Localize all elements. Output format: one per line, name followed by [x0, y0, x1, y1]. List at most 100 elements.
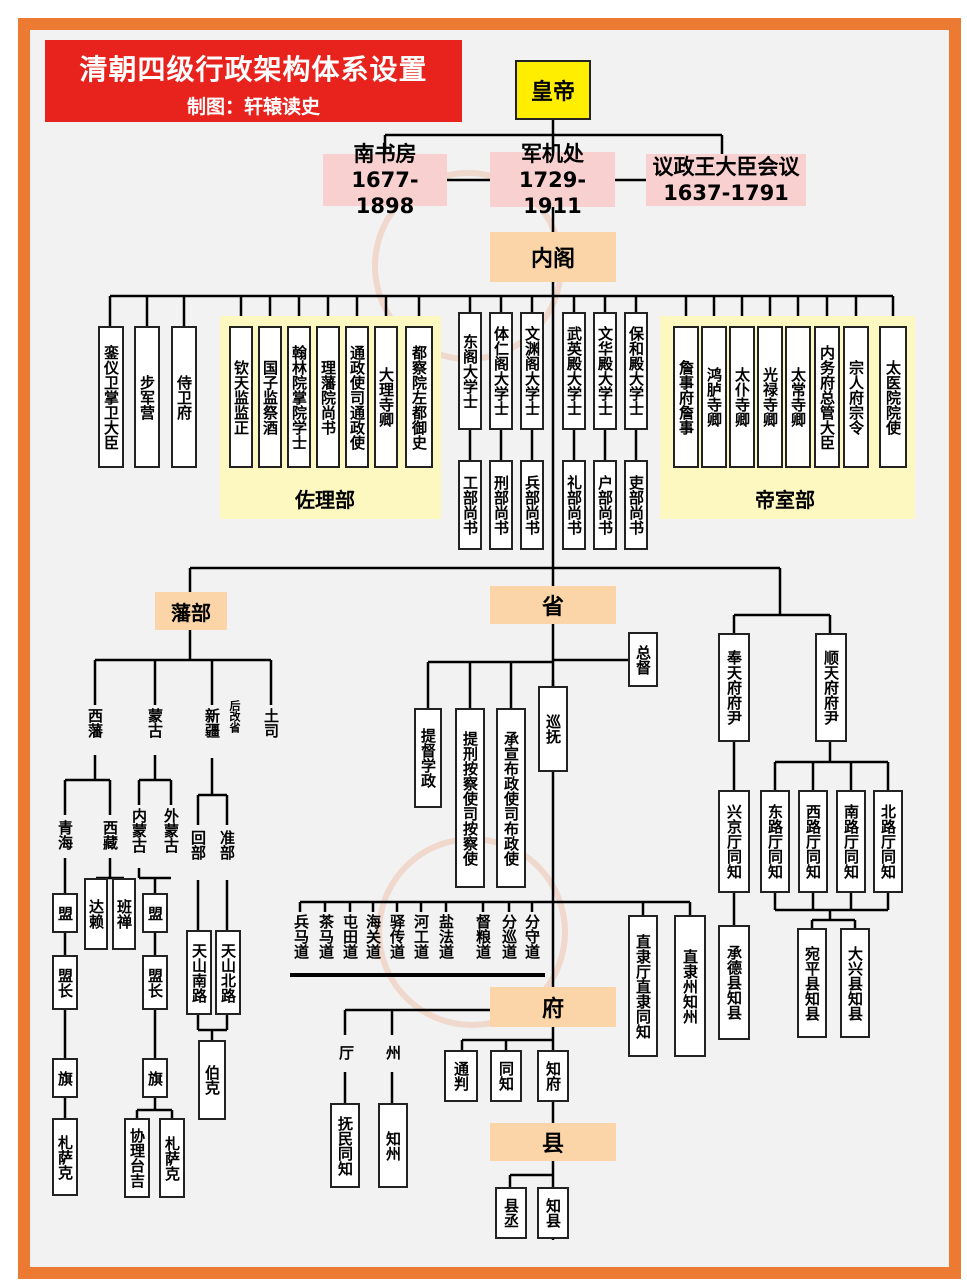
- mongol-sub: 外蒙古: [162, 808, 180, 853]
- scholar-box: 文渊阁大学士: [520, 312, 544, 430]
- fanbu-box: 藩部: [155, 592, 227, 630]
- dishi-group-label: 帝室部: [755, 488, 815, 512]
- mongol-leaf: 札萨克: [159, 1118, 185, 1198]
- dishi-item: 太医院院使: [879, 326, 907, 468]
- sheng-official: 提刑按察使司按察使: [455, 708, 485, 888]
- zhili-box: 直隶厅直隶同知: [628, 915, 658, 1057]
- circuit: 茶马道: [317, 914, 335, 959]
- fengtian-box: 奉天府府尹: [718, 633, 750, 742]
- junjichu-years: 1729-1911: [518, 167, 587, 218]
- yizheng-years: 1637-1791: [663, 181, 789, 205]
- minister-box: 礼部尚书: [562, 460, 586, 550]
- dishi-item: 詹事府詹事: [673, 326, 699, 468]
- sheng-official: 承宣布政使司布政使: [496, 708, 526, 888]
- fu-box: 府: [490, 987, 616, 1027]
- lu-box: 北路厅同知: [873, 790, 903, 893]
- mongol-leaf: 协理台吉: [124, 1118, 150, 1198]
- zuoli-item: 通政使司通政使: [345, 326, 369, 468]
- xinjiang-sub: 准部: [218, 830, 236, 860]
- scholar-box: 保和殿大学士: [624, 312, 648, 430]
- xian-official: 县丞: [495, 1187, 527, 1239]
- beg-box: 伯克: [198, 1040, 226, 1120]
- circuit: 海关道: [364, 914, 382, 959]
- nanshufang-label: 南书房: [353, 142, 417, 166]
- chengde-box: 承德县知县: [718, 925, 750, 1040]
- lu-box: 西路厅同知: [798, 790, 828, 893]
- xifan-sub: 青海: [56, 820, 74, 850]
- zhou-official: 知州: [378, 1103, 408, 1188]
- zuoli-item: 都察院左都御史: [405, 326, 433, 468]
- mongol-sub: 内蒙古: [130, 808, 148, 853]
- shuntian-box: 顺天府府尹: [815, 633, 847, 742]
- dishi-item: 宗人府宗令: [843, 326, 869, 468]
- xingjing-box: 兴京厅同知: [718, 790, 750, 893]
- xinjiang-road: 天山南路: [186, 930, 212, 1015]
- circuit: 分巡道: [500, 914, 518, 959]
- yizheng-label: 议政王大臣会议: [652, 155, 800, 179]
- fu-zhou: 州: [384, 1045, 402, 1060]
- zuoli-item: 大理寺卿: [374, 326, 398, 468]
- zuoli-item: 国子监祭酒: [258, 326, 282, 468]
- dishi-item: 光禄寺卿: [757, 326, 783, 468]
- sheng-official: 提督学政: [414, 708, 442, 808]
- minister-box: 工部尚书: [458, 460, 482, 550]
- tibet-leader: 班禅: [112, 878, 136, 950]
- minister-box: 户部尚书: [593, 460, 617, 550]
- circuit: 屯田道: [341, 914, 359, 959]
- qinghai-chain: 札萨克: [52, 1118, 78, 1196]
- circuit: 河工道: [412, 914, 430, 959]
- ting-official: 抚民同知: [330, 1103, 360, 1188]
- qinghai-chain: 旗: [52, 1058, 78, 1098]
- minister-box: 刑部尚书: [489, 460, 513, 550]
- page-title: 清朝四级行政架构体系设置: [79, 53, 428, 86]
- mongol-chain: 旗: [142, 1058, 168, 1098]
- circuit: 兵马道: [292, 914, 310, 959]
- dishi-item: 太常寺卿: [785, 326, 811, 468]
- zuoli-item: 钦天监监正: [229, 326, 253, 468]
- page-subtitle: 制图：轩辕读史: [186, 96, 320, 118]
- xunfu-box: 巡抚: [538, 686, 568, 772]
- fu-official: 知府: [537, 1050, 569, 1102]
- yizheng-box: 议政王大臣会议 1637-1791: [646, 154, 806, 206]
- circuit: 督粮道: [474, 914, 492, 959]
- zuoli-item: 翰林院掌院学士: [287, 326, 311, 468]
- xinjiang-sub: 回部: [189, 830, 207, 860]
- dishi-item: 内务府总管大臣: [814, 326, 840, 468]
- sheng-box: 省: [490, 586, 616, 624]
- mongol-chain: 盟: [142, 893, 168, 933]
- county-box: 宛平县知县: [797, 928, 827, 1038]
- circuit: 分守道: [523, 914, 541, 959]
- county-box: 大兴县知县: [840, 928, 870, 1038]
- mongol-chain: 盟长: [142, 955, 168, 1010]
- zuoli-item: 理藩院尚书: [316, 326, 340, 468]
- fanbu-region: 新疆: [203, 708, 221, 738]
- junjichu-box: 军机处 1729-1911: [490, 142, 615, 218]
- xian-official: 知县: [537, 1187, 569, 1239]
- qinghai-chain: 盟: [52, 893, 78, 933]
- dishi-item: 太仆寺卿: [729, 326, 755, 468]
- xian-box: 县: [490, 1123, 616, 1161]
- circuit: 盐法道: [437, 914, 455, 959]
- guard-box: 侍卫府: [171, 326, 197, 468]
- fu-ting: 厅: [337, 1045, 355, 1060]
- tibet-leader: 达赖: [84, 878, 108, 950]
- qinghai-chain: 盟长: [52, 955, 78, 1010]
- scholar-box: 武英殿大学士: [562, 312, 586, 430]
- xifan-sub: 西藏: [101, 820, 119, 850]
- neige-box: 内阁: [490, 232, 616, 282]
- emperor-box: 皇帝: [515, 60, 591, 120]
- xinjiang-road: 天山北路: [215, 930, 241, 1015]
- zhili-box: 直隶州知州: [674, 915, 706, 1057]
- nanshufang-years: 1677-1898: [351, 168, 419, 218]
- scholar-box: 体仁阁大学士: [489, 312, 513, 430]
- fu-official: 同知: [490, 1050, 522, 1102]
- lu-box: 东路厅同知: [760, 790, 790, 893]
- minister-box: 兵部尚书: [520, 460, 544, 550]
- nanshufang-box: 南书房 1677-1898: [323, 142, 447, 218]
- minister-box: 吏部尚书: [624, 460, 648, 550]
- fanbu-region: 土司: [262, 708, 280, 738]
- fu-official: 通判: [444, 1050, 478, 1102]
- fanbu-region: 西藩: [86, 708, 104, 738]
- guard-box: 銮仪卫掌卫大臣: [98, 326, 124, 468]
